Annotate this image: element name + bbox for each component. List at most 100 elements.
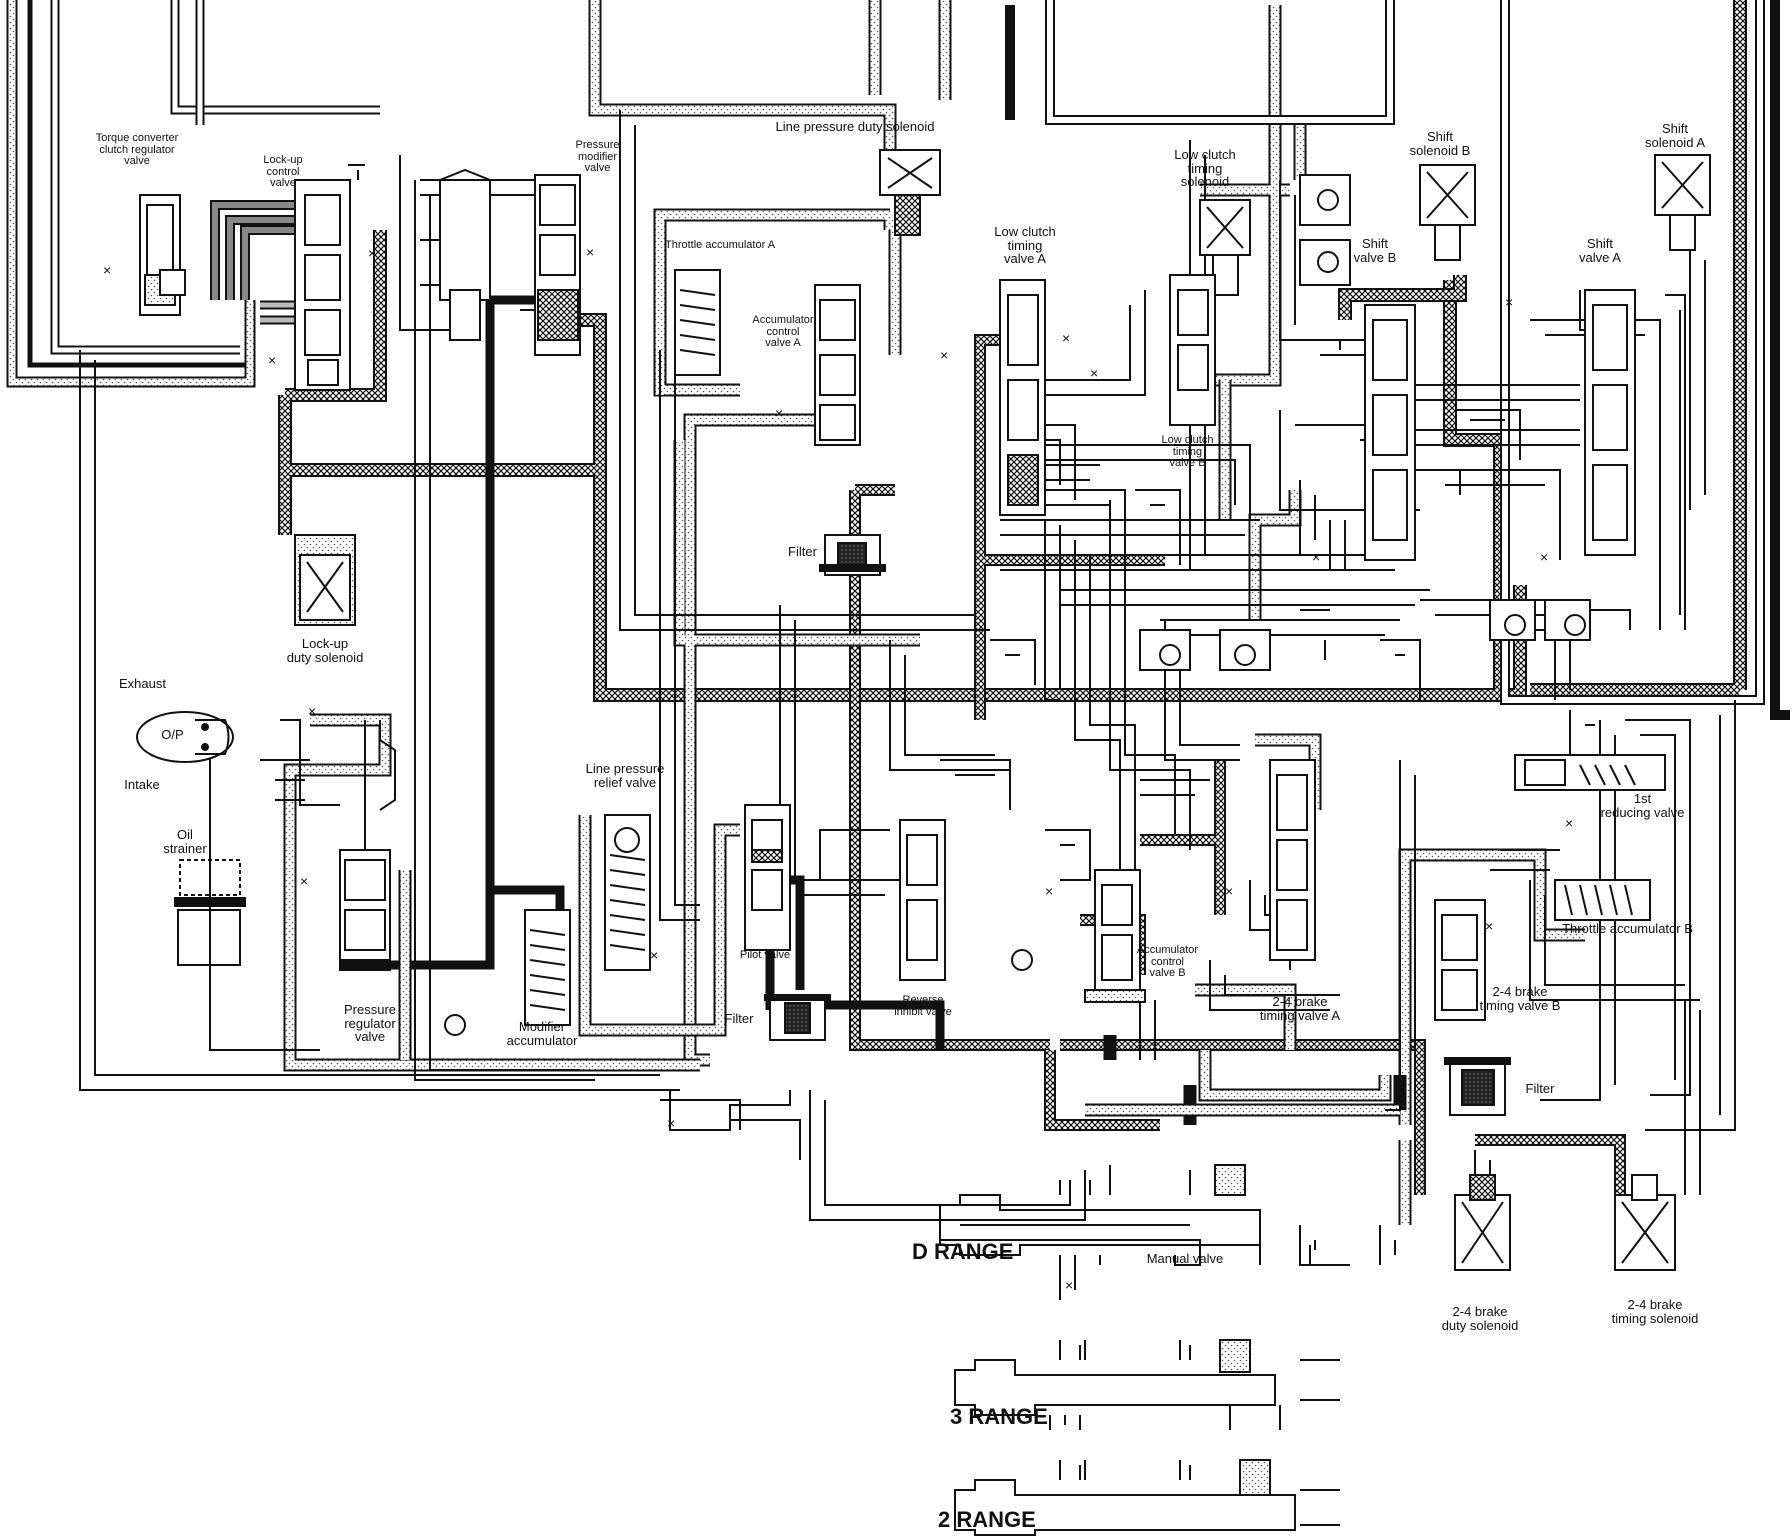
label-pilot-valve: Pilot valve [739,949,791,961]
exhaust-ports: × × × × × × × × × × × × × × × × × × × × [103,244,1573,1293]
exhaust-mark: × [940,347,948,363]
exhaust-mark: × [586,244,594,260]
reverse-inhibit-valve[interactable] [899,819,1033,981]
label-2-range: 2 RANGE [938,1507,1036,1532]
exhaust-mark: × [1225,883,1233,899]
label-accumulator-control-valve-b: Accumulator control valve B [1136,944,1199,980]
exhaust-mark: × [1540,549,1548,565]
label-first-reducing-valve: 1st reducing valve [1600,791,1685,820]
exhaust-mark: × [300,873,308,889]
exhaust-mark: × [1505,294,1513,310]
exhaust-mark: × [1062,330,1070,346]
brake-duty-solenoid[interactable] [1454,1174,1511,1271]
label-line-pressure-duty-solenoid: Line pressure duty solenoid [775,119,935,134]
label-brake-duty-solenoid: 2-4 brake duty solenoid [1441,1304,1519,1333]
label-torque-converter-clutch-regulator-valve: Torque converter clutch regulator valve [95,132,179,168]
label-d-range: D RANGE [912,1239,1014,1264]
label-filter-lower-left: Filter [724,1011,754,1026]
exhaust-mark: × [667,1115,675,1131]
accumulator-control-valve-b[interactable] [1084,869,1146,1003]
lockup-passages [210,200,330,325]
first-reducing-valve[interactable] [1514,754,1666,791]
pressure-modifier-valve[interactable] [534,174,581,356]
label-brake-timing-valve-a: 2-4 brake timing valve A [1259,994,1341,1023]
label-filter-mid: Filter [788,544,817,559]
filter-mid[interactable] [819,534,886,576]
throttle-accumulator-b[interactable] [1554,879,1651,921]
accumulator-control-valve-a[interactable] [814,284,861,446]
modifier-accumulator[interactable] [524,909,571,1026]
label-shift-valve-a: Shift valve A [1579,236,1621,265]
manual-valve-d-range[interactable] [939,1164,1350,1280]
line-pressure-duty-solenoid[interactable] [879,149,941,236]
oil-pump[interactable] [136,711,234,763]
low-clutch-timing-solenoid[interactable] [1199,199,1251,296]
manual-valve-3-range[interactable] [954,1339,1340,1430]
label-filter-lower-right: Filter [1525,1081,1555,1096]
shift-solenoid-a[interactable] [1654,154,1711,251]
label-pressure-modifier-valve: Pressure modifier valve [575,139,620,175]
exhaust-mark: × [268,352,276,368]
label-accumulator-control-valve-a: Accumulator control valve A [752,314,814,350]
pilot-valve[interactable] [744,804,791,951]
label-lockup-control-valve: Lock-up control valve [263,154,303,190]
label-exhaust: Exhaust [119,676,166,691]
drain-loop-left [6,0,380,388]
exhaust-mark: × [775,405,783,421]
label-brake-timing-solenoid: 2-4 brake timing solenoid [1611,1297,1699,1326]
exhaust-mark: × [1045,883,1053,899]
label-3-range: 3 RANGE [950,1404,1048,1429]
label-low-clutch-timing-valve-b: Low clutch timing valve B [1161,434,1214,470]
label-line-pressure-relief-valve: Line pressure relief valve [585,761,665,790]
exhaust-mark: × [1565,815,1573,831]
exhaust-mark: × [368,245,376,261]
exhaust-mark: × [1485,918,1493,934]
label-low-clutch-timing-solenoid: Low clutch timing solenoid [1174,147,1236,190]
torque-converter-clutch-regulator-valve[interactable] [139,194,186,316]
label-throttle-accumulator-a: Throttle accumulator A [665,239,776,251]
label-throttle-accumulator-b: Throttle accumulator B [1562,921,1693,936]
manual-valve-2-range[interactable] [954,1459,1340,1536]
line-pressure-relief-valve[interactable] [604,814,651,971]
lockup-control-valve[interactable] [294,164,365,391]
label-pressure-regulator-valve: Pressure regulator valve [343,1002,397,1045]
label-low-clutch-timing-valve-a: Low clutch timing valve A [994,224,1056,267]
label-brake-timing-valve-b: 2-4 brake timing valve B [1479,984,1561,1013]
filter-lower-right[interactable] [1444,1057,1511,1116]
label-shift-valve-b: Shift valve B [1353,236,1397,265]
shift-valve-b[interactable] [1364,304,1416,561]
throttle-accumulator-a[interactable] [674,269,721,376]
valve-bodies [136,149,1711,1271]
brake-timing-valve-b[interactable] [1434,899,1486,1021]
low-clutch-timing-valve-b[interactable] [1169,274,1216,426]
brake-timing-valve-a[interactable] [1269,759,1316,961]
label-lockup-duty-solenoid: Lock-up duty solenoid [286,636,364,665]
exhaust-mark: × [1090,365,1098,381]
exhaust-mark: × [1065,1277,1073,1293]
label-oil-strainer: Oil strainer [163,827,207,856]
throttle-passages [283,0,1585,1225]
label-shift-solenoid-b: Shift solenoid B [1409,129,1471,158]
accumulator-top-left[interactable] [439,168,491,341]
label-reverse-inhibit-valve: Reverse inhibit valve [894,994,952,1018]
low-clutch-timing-valve-a[interactable] [999,279,1046,516]
label-modifier-accumulator: Modifier accumulator [506,1019,578,1048]
label-shift-solenoid-a: Shift solenoid A [1645,121,1705,150]
shift-solenoid-b[interactable] [1419,164,1476,261]
oil-strainer [174,760,246,966]
label-manual-valve: Manual valve [1146,1251,1224,1266]
check-balls-top [1139,174,1591,671]
lockup-duty-solenoid[interactable] [294,534,356,626]
filter-lower-left[interactable] [764,994,831,1041]
exhaust-mark: × [650,947,658,963]
label-intake: Intake [124,777,160,792]
exhaust-mark: × [103,262,111,278]
shift-valve-a[interactable] [1584,289,1636,556]
pressure-regulator-valve[interactable] [339,720,396,971]
label-op: O/P [161,727,184,742]
exhaust-mark: × [1312,549,1320,565]
brake-timing-solenoid[interactable] [1614,1174,1676,1271]
manual-valve [939,1164,1350,1536]
